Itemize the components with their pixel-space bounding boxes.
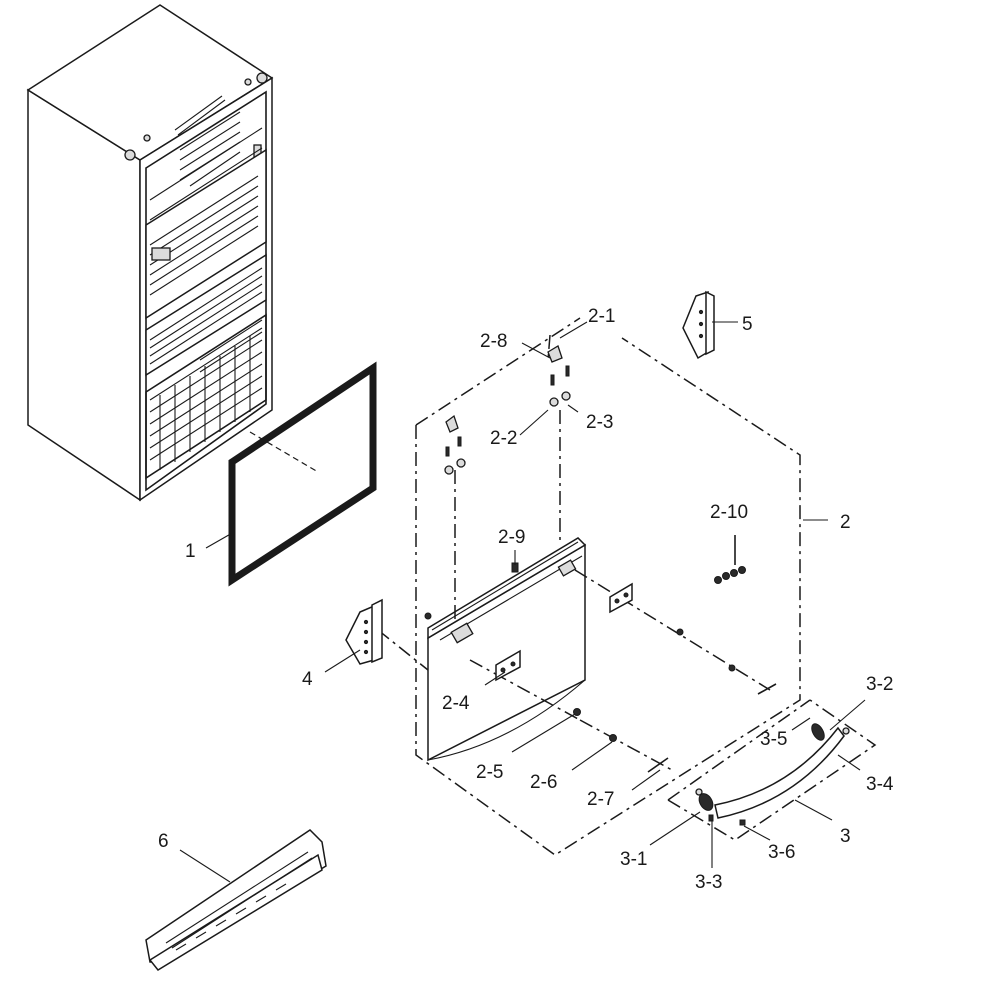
drawer-cover-part-6 bbox=[145, 829, 327, 971]
callout-3-2: 3-2 bbox=[866, 674, 893, 695]
handle-assembly-part-3 bbox=[667, 699, 877, 841]
callout-5: 5 bbox=[742, 314, 753, 335]
callout-4: 4 bbox=[302, 669, 313, 690]
middle-drawer bbox=[145, 253, 267, 377]
callout-6: 6 bbox=[158, 831, 169, 852]
freezer-door-panel bbox=[427, 537, 587, 762]
callout-2-2: 2-2 bbox=[490, 428, 517, 449]
callout-2-9: 2-9 bbox=[498, 527, 525, 548]
callout-3-5: 3-5 bbox=[760, 729, 787, 750]
leader-lines bbox=[179, 321, 866, 883]
upper-right-hinge-hardware bbox=[547, 345, 571, 407]
callout-2-7: 2-7 bbox=[587, 789, 614, 810]
door-assembly-outline bbox=[415, 317, 801, 856]
callout-2: 2 bbox=[840, 512, 851, 533]
washers-and-pins bbox=[424, 612, 777, 773]
screws-part-2-10 bbox=[714, 535, 746, 584]
rail-brackets bbox=[495, 582, 633, 682]
callout-3: 3 bbox=[840, 826, 851, 847]
callout-3-4: 3-4 bbox=[866, 774, 894, 795]
callout-2-4: 2-4 bbox=[442, 693, 470, 714]
lower-compartment bbox=[145, 313, 267, 480]
callout-2-8: 2-8 bbox=[480, 331, 507, 352]
right-slide-bracket-part-5 bbox=[682, 290, 715, 360]
callout-2-10: 2-10 bbox=[710, 502, 748, 523]
refrigerator-cabinet bbox=[26, 4, 274, 502]
upper-compartment bbox=[145, 111, 267, 320]
callout-2-3: 2-3 bbox=[586, 412, 613, 433]
callout-1: 1 bbox=[185, 541, 196, 562]
callout-3-6: 3-6 bbox=[768, 842, 795, 863]
callout-3-1: 3-1 bbox=[620, 849, 647, 870]
left-slide-bracket-part-4 bbox=[345, 598, 383, 665]
callout-labels: 1 2 2-1 2-2 2-3 2-4 2-5 2-6 2-7 2-8 2-9 … bbox=[158, 306, 894, 893]
door-gasket-part-1 bbox=[228, 361, 377, 587]
assembly-guide-lines bbox=[377, 334, 771, 771]
callout-2-5: 2-5 bbox=[476, 762, 503, 783]
upper-left-hinge-hardware bbox=[444, 414, 466, 475]
callout-2-6: 2-6 bbox=[530, 772, 557, 793]
callout-3-3: 3-3 bbox=[695, 872, 722, 893]
callout-2-1: 2-1 bbox=[588, 306, 615, 327]
